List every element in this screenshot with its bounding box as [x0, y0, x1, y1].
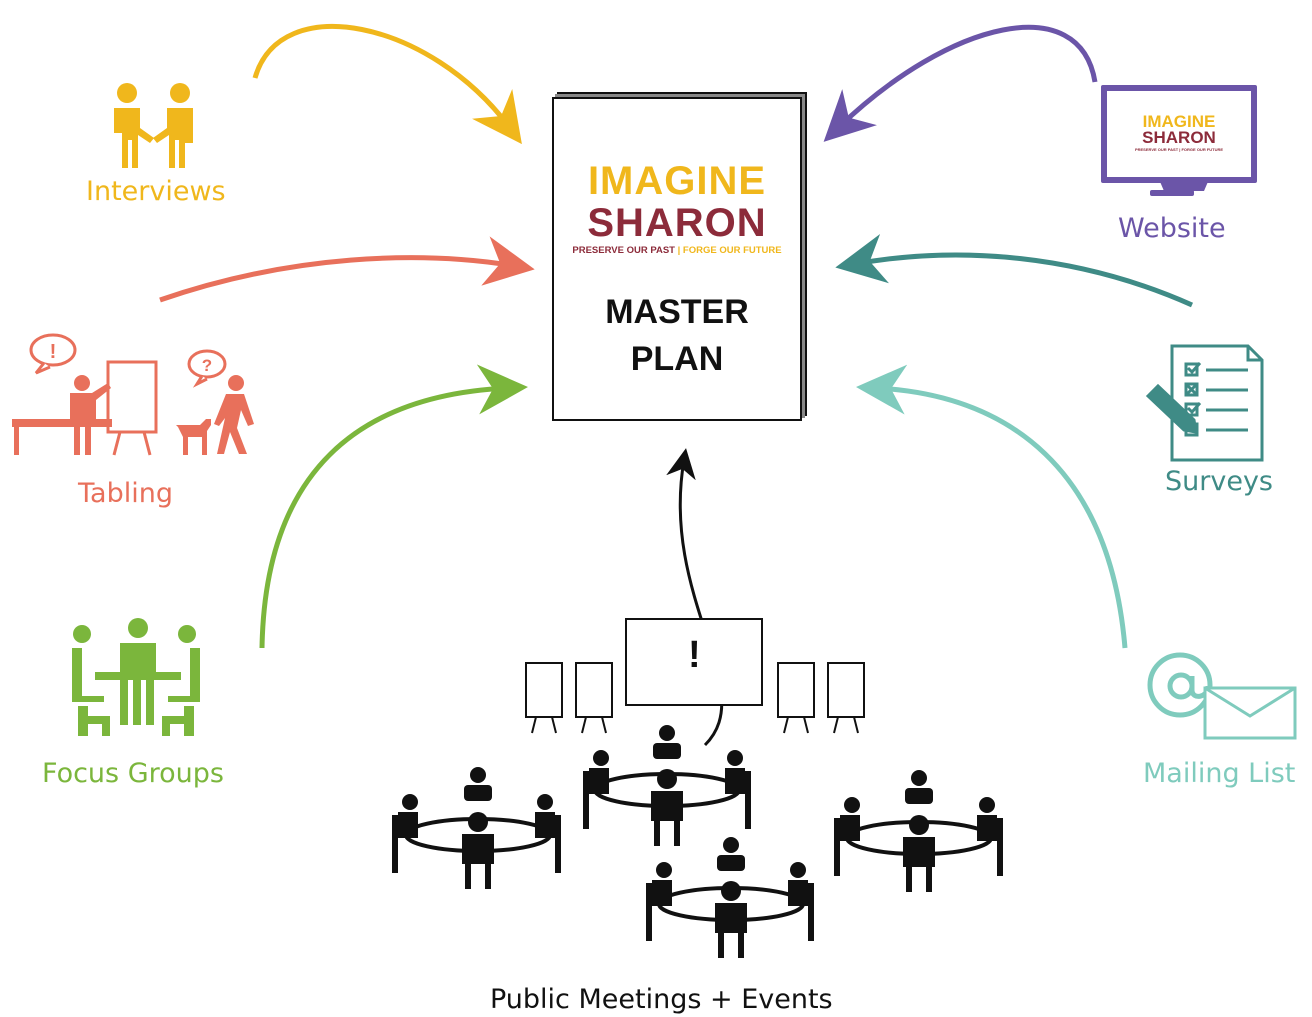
tagline-separator: | — [674, 245, 683, 256]
person-at-table-with-easel-icon: ! ? — [12, 333, 254, 456]
label-mailing-list: Mailing List — [1143, 758, 1296, 789]
master-plan-title-line1: MASTER — [605, 293, 749, 331]
speech-bubble-question: ? — [202, 356, 212, 375]
screen-logo-sharon: SHARON — [1142, 128, 1216, 147]
screen-logo-tagline: PRESERVE OUR PAST | FORGE OUR FUTURE — [1134, 147, 1224, 152]
two-people-shaking-hands-icon — [114, 83, 193, 168]
label-interviews: Interviews — [86, 176, 226, 207]
arrow-focus-groups — [259, 364, 528, 649]
label-focus-groups: Focus Groups — [42, 758, 224, 789]
arrow-interviews — [252, 23, 522, 145]
computer-monitor-icon: IMAGINE SHARON PRESERVE OUR PAST | FORGE… — [1101, 85, 1257, 183]
logo-sharon: SHARON — [587, 201, 767, 245]
group-tables-presentation-icon — [392, 618, 1003, 958]
label-tabling: Tabling — [78, 478, 173, 509]
master-plan-title-line2: PLAN — [630, 340, 724, 378]
arrow-tabling — [159, 236, 535, 303]
label-public-meetings: Public Meetings + Events — [490, 984, 833, 1015]
speech-bubble-exclaim: ! — [50, 341, 57, 363]
arrow-surveys — [835, 234, 1194, 308]
tagline-right: FORGE OUR FUTURE — [682, 245, 782, 256]
tagline-left: PRESERVE OUR PAST — [572, 245, 675, 256]
label-website: Website — [1118, 213, 1226, 244]
checklist-clipboard-icon — [1145, 344, 1264, 462]
label-surveys: Surveys — [1165, 466, 1273, 497]
logo-tagline: PRESERVE OUR PAST | FORGE OUR FUTURE — [554, 245, 800, 256]
arrow-website — [823, 24, 1098, 142]
at-sign-envelope-icon — [1147, 652, 1297, 740]
people-around-table-icon — [72, 618, 200, 736]
screen-logo-imagine: IMAGINE — [1142, 112, 1216, 131]
arrow-mailing-list — [856, 364, 1128, 649]
presentation-alert-mark: ! — [688, 634, 701, 676]
master-plan-book: IMAGINE SHARON PRESERVE OUR PAST | FORGE… — [552, 97, 802, 421]
logo-imagine: IMAGINE — [587, 159, 767, 203]
monitor-base — [1150, 190, 1194, 196]
monitor-stand — [1158, 177, 1210, 191]
